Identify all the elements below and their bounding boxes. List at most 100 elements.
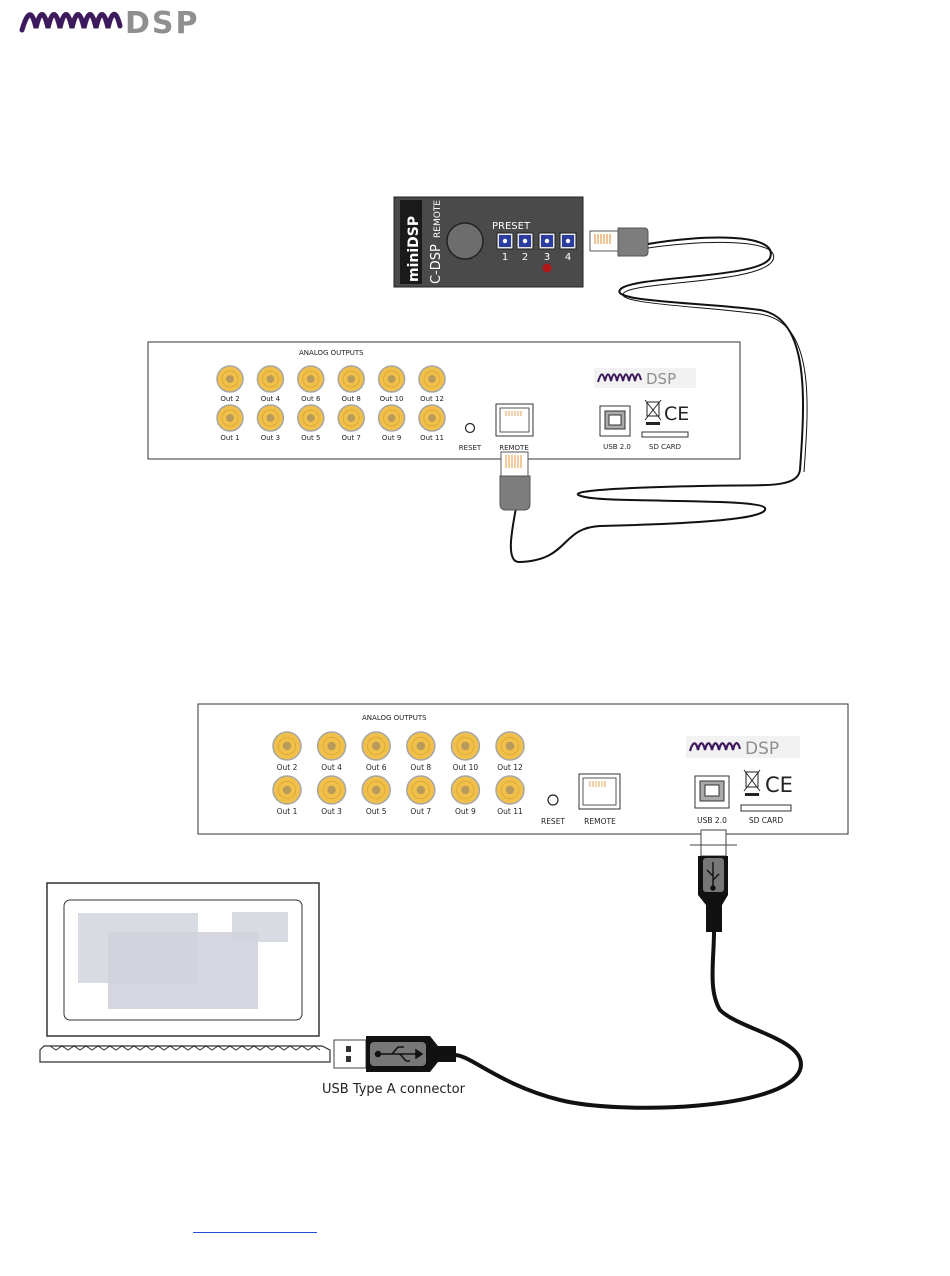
preset-button-4[interactable]	[559, 232, 577, 250]
rca-jack-out-3[interactable]	[256, 404, 285, 432]
panel-2-analog-outputs-label: ANALOG OUTPUTS	[362, 714, 427, 722]
rca-label: Out 3	[261, 434, 280, 442]
rca-label: Out 1	[277, 807, 298, 816]
rca-label: Out 9	[455, 807, 476, 816]
rca-jack-out-11[interactable]	[418, 404, 446, 432]
preset-number-label: 1	[502, 252, 508, 263]
rca-jack-out-3[interactable]	[316, 775, 347, 805]
panel-2-logo: DSP	[686, 736, 800, 759]
rca-label: Out 11	[420, 434, 444, 442]
footer-link[interactable]	[193, 1216, 317, 1233]
panel-1-reset-button[interactable]	[464, 422, 476, 434]
preset-number-label: 2	[522, 252, 528, 263]
panel-1-sd-slot[interactable]	[641, 431, 689, 438]
rca-jack-out-5[interactable]	[297, 404, 325, 432]
remote-model-text: C-DSP	[429, 244, 444, 284]
panel-1-sd-label: SD CARD	[649, 443, 681, 451]
remote-model-suffix: REMOTE	[433, 200, 443, 238]
rca-jack-out-7[interactable]	[406, 775, 436, 805]
panel-2-ce-mark: CE	[765, 773, 793, 797]
panel-1-reset-label: RESET	[459, 444, 482, 452]
rca-jack-out-2[interactable]	[216, 365, 244, 393]
rca-jack-out-8[interactable]	[337, 365, 365, 393]
rca-label: Out 1	[220, 434, 239, 442]
panel-2-remote-port[interactable]	[578, 773, 621, 810]
rca-jack-out-6[interactable]	[297, 365, 325, 393]
logo-dsp-text: DSP	[125, 6, 200, 41]
panel-2-remote-label: REMOTE	[584, 817, 616, 826]
rca-jack-out-1[interactable]	[272, 775, 302, 805]
rca-label: Out 11	[497, 807, 523, 816]
rca-label: Out 12	[497, 763, 523, 772]
panel-1-ce-mark: CE	[664, 403, 689, 425]
panel-2-weee-icon	[743, 769, 761, 796]
rca-jack-out-11[interactable]	[495, 775, 525, 805]
rca-jack-out-12[interactable]	[495, 731, 525, 761]
rca-jack-out-5[interactable]	[361, 775, 391, 805]
rca-jack-out-10[interactable]	[450, 731, 481, 761]
usb-b-plug	[690, 829, 737, 932]
preset-button-3[interactable]	[538, 232, 556, 250]
rca-label: Out 12	[420, 395, 444, 403]
usb-symbol-icon	[374, 1046, 424, 1062]
preset-number-label: 4	[565, 252, 571, 263]
rca-jack-out-9[interactable]	[450, 775, 481, 805]
rca-jack-out-8[interactable]	[406, 731, 436, 761]
minidsp-logo: DSP	[19, 6, 200, 41]
rca-label: Out 6	[366, 763, 387, 772]
rca-jack-out-7[interactable]	[337, 404, 365, 432]
remote-brand-text: miniDSP	[406, 216, 422, 282]
volume-knob[interactable]	[446, 222, 484, 260]
usb-symbol-icon	[706, 862, 720, 891]
cdsp-remote: miniDSP C-DSP REMOTE PRESET 1 2 3 4	[393, 196, 584, 288]
panel-1-remote-label: REMOTE	[499, 444, 529, 452]
panel-2-sd-slot[interactable]	[740, 804, 792, 812]
rca-label: Out 10	[453, 763, 479, 772]
preset-button-2[interactable]	[516, 232, 534, 250]
panel-1-usb-port[interactable]	[599, 405, 631, 437]
rca-label: Out 10	[380, 395, 404, 403]
rca-jack-out-2[interactable]	[272, 731, 302, 761]
preset-button-1[interactable]	[496, 232, 514, 250]
rca-label: Out 4	[321, 763, 342, 772]
panel-1-analog-outputs-label: ANALOG OUTPUTS	[299, 349, 364, 357]
panel-1-weee-icon	[644, 399, 662, 425]
laptop-illustration	[39, 882, 331, 1063]
rca-jack-out-4[interactable]	[256, 365, 285, 393]
panel-2: ANALOG OUTPUTS Out 2 Out 4 Out 6 Out 8 Out 1…	[197, 703, 849, 835]
usb-a-plug	[333, 1036, 456, 1072]
panel-2-sd-label: SD CARD	[749, 816, 783, 825]
panel-2-usb-label: USB 2.0	[697, 816, 727, 825]
rj-plug-remote	[589, 227, 649, 257]
panel-2-usb-port[interactable]	[694, 775, 730, 809]
rca-label: Out 3	[321, 807, 342, 816]
rca-jack-out-4[interactable]	[316, 731, 347, 761]
rj-plug-panel	[499, 451, 531, 511]
panel-2-reset-button[interactable]	[547, 794, 559, 806]
preset-title: PRESET	[492, 221, 531, 232]
panel-1-logo: DSP	[594, 368, 696, 388]
panel-2-reset-label: RESET	[541, 817, 565, 826]
preset-led-icon	[542, 263, 552, 273]
rca-jack-out-6[interactable]	[361, 731, 391, 761]
rca-label: Out 8	[342, 395, 361, 403]
rca-jack-out-9[interactable]	[377, 404, 406, 432]
rca-label: Out 6	[301, 395, 321, 403]
rca-label: Out 9	[382, 434, 401, 442]
rca-jack-out-1[interactable]	[216, 404, 244, 432]
usb-cable	[454, 931, 803, 1110]
remote-cable	[509, 236, 804, 564]
rca-jack-out-12[interactable]	[418, 365, 446, 393]
panel-1-usb-label: USB 2.0	[603, 443, 631, 451]
rca-label: Out 2	[220, 395, 239, 403]
rca-jack-out-10[interactable]	[377, 365, 406, 393]
panel-1-remote-port[interactable]	[495, 403, 534, 437]
window-icon	[108, 932, 258, 1009]
rca-label: Out 7	[342, 434, 361, 442]
preset-number-label: 3	[544, 252, 550, 263]
rca-label: Out 2	[277, 763, 298, 772]
rca-label: Out 8	[410, 763, 431, 772]
